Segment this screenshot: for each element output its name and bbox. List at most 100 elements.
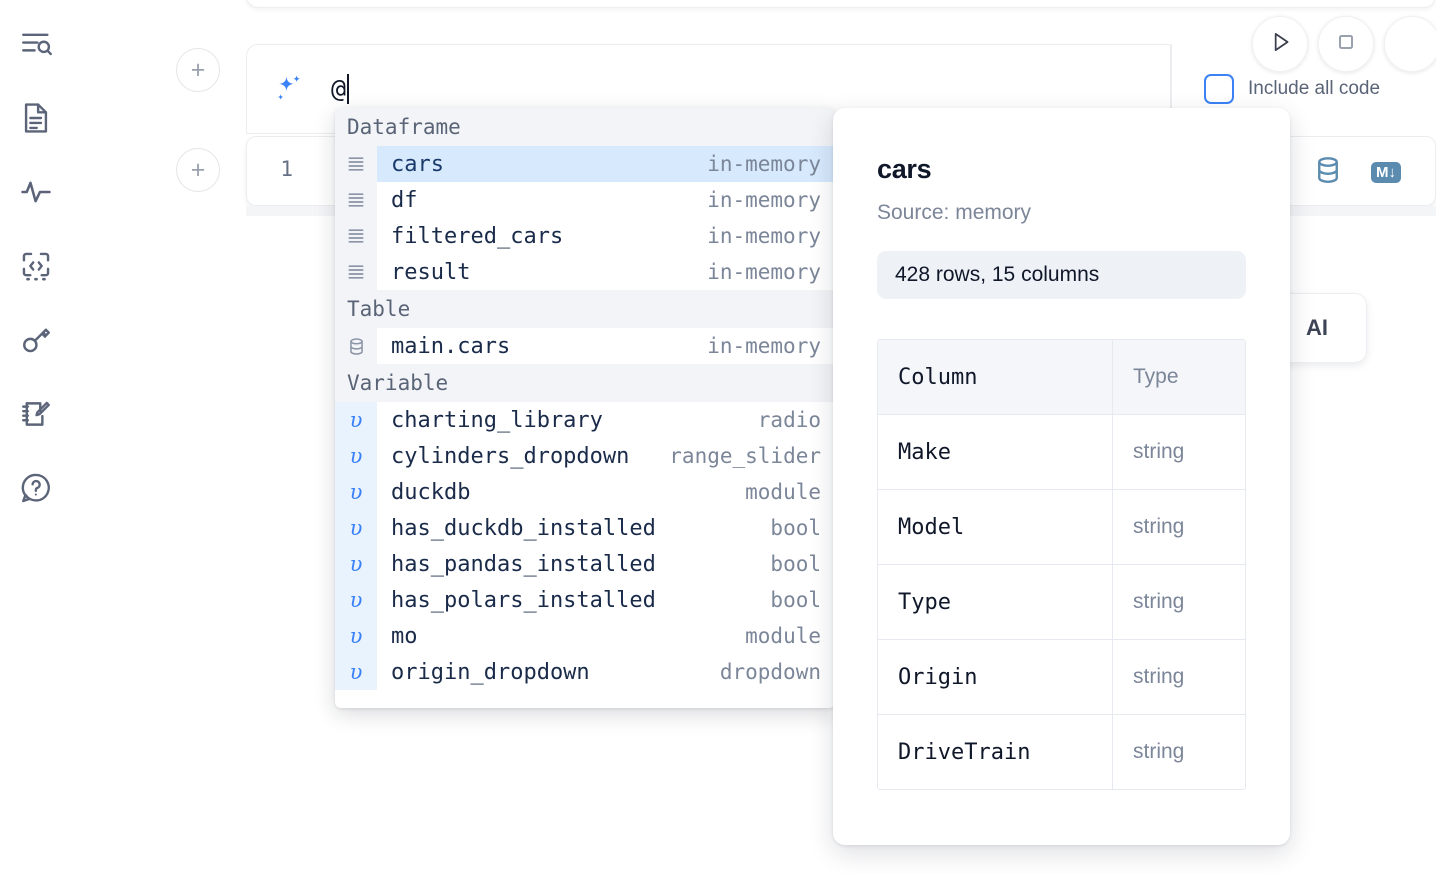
table-row: Type string bbox=[878, 565, 1245, 640]
autocomplete-item-type: in-memory bbox=[707, 224, 821, 248]
autocomplete-item-type: bool bbox=[770, 588, 821, 612]
cell-column-name: DriveTrain bbox=[878, 715, 1113, 789]
autocomplete-item-name: charting_library bbox=[391, 407, 603, 433]
autocomplete-item-type: bool bbox=[770, 552, 821, 576]
autocomplete-item-name: result bbox=[391, 259, 471, 285]
secrets-key-icon[interactable] bbox=[14, 314, 58, 366]
variable-upsilon-icon: υ bbox=[335, 546, 377, 582]
autocomplete-item-name: mo bbox=[391, 623, 418, 649]
autocomplete-group-label: Dataframe bbox=[335, 108, 835, 146]
autocomplete-item[interactable]: cars in-memory bbox=[335, 146, 835, 182]
dataframe-preview-panel: cars Source: memory 428 rows, 15 columns… bbox=[833, 108, 1290, 845]
add-cell-above-button[interactable]: + bbox=[176, 48, 220, 92]
variable-upsilon-icon: υ bbox=[335, 618, 377, 654]
autocomplete-item[interactable]: υ cylinders_dropdown range_slider bbox=[335, 438, 835, 474]
outline-search-icon[interactable] bbox=[14, 18, 58, 70]
autocomplete-item-name: duckdb bbox=[391, 479, 471, 505]
autocomplete-item-name: df bbox=[391, 187, 418, 213]
cell-column-name: Make bbox=[878, 415, 1113, 489]
autocomplete-item-name: cars bbox=[391, 151, 444, 177]
activity-icon[interactable] bbox=[14, 166, 58, 218]
scratchpad-edit-icon[interactable] bbox=[14, 388, 58, 440]
column-header-type: Type bbox=[1113, 340, 1245, 414]
include-all-code-row: Include all code bbox=[1171, 44, 1436, 134]
column-header-column: Column bbox=[878, 340, 1113, 414]
autocomplete-item-type: in-memory bbox=[707, 334, 821, 358]
database-icon bbox=[335, 328, 377, 364]
autocomplete-group-label: Table bbox=[335, 290, 835, 328]
autocomplete-item-type: module bbox=[745, 480, 821, 504]
line-number: 1 bbox=[280, 157, 293, 181]
autocomplete-item-type: range_slider bbox=[669, 444, 821, 468]
variable-upsilon-icon: υ bbox=[335, 474, 377, 510]
autocomplete-item[interactable]: filtered_cars in-memory bbox=[335, 218, 835, 254]
dataframe-rows-icon bbox=[335, 146, 377, 182]
autocomplete-item-name: cylinders_dropdown bbox=[391, 443, 630, 469]
cell-column-type: string bbox=[1133, 440, 1185, 463]
autocomplete-item-name: main.cars bbox=[391, 333, 511, 359]
autocomplete-item-type: in-memory bbox=[707, 152, 821, 176]
database-icon[interactable] bbox=[1313, 155, 1343, 190]
include-all-code-checkbox[interactable] bbox=[1204, 74, 1234, 104]
cell-output-icons: M↓ bbox=[1313, 155, 1401, 190]
dataframe-rows-icon bbox=[335, 218, 377, 254]
table-row: Make string bbox=[878, 415, 1245, 490]
variable-upsilon-icon: υ bbox=[335, 438, 377, 474]
cell-column-type: string bbox=[1133, 590, 1185, 613]
autocomplete-item-name: filtered_cars bbox=[391, 223, 564, 249]
autocomplete-item-type: in-memory bbox=[707, 188, 821, 212]
more-actions-button[interactable] bbox=[1384, 16, 1436, 72]
autocomplete-group-label: Variable bbox=[335, 364, 835, 402]
play-triangle-icon bbox=[1267, 29, 1293, 60]
cell-column-name: Model bbox=[878, 490, 1113, 564]
ai-sparkle-icon bbox=[269, 69, 309, 109]
text-caret bbox=[347, 74, 350, 104]
file-explorer-icon[interactable] bbox=[14, 92, 58, 144]
left-icon-rail bbox=[0, 0, 72, 874]
autocomplete-item-name: origin_dropdown bbox=[391, 659, 590, 685]
autocomplete-item[interactable]: result in-memory bbox=[335, 254, 835, 290]
snippets-code-icon[interactable] bbox=[14, 240, 58, 292]
run-toolbar bbox=[1252, 16, 1436, 72]
variable-upsilon-icon: υ bbox=[335, 582, 377, 618]
include-all-code-label: Include all code bbox=[1248, 78, 1381, 99]
ai-prompt-value: @ bbox=[331, 74, 347, 103]
variable-upsilon-icon: υ bbox=[335, 510, 377, 546]
ai-prompt-text: @ bbox=[331, 74, 350, 104]
autocomplete-item-type: in-memory bbox=[707, 260, 821, 284]
previous-cell-edge bbox=[246, 0, 1436, 8]
plus-icon: + bbox=[190, 55, 206, 84]
table-row: Model string bbox=[878, 490, 1245, 565]
variable-upsilon-icon: υ bbox=[335, 654, 377, 690]
dataframe-rows-icon bbox=[335, 182, 377, 218]
preview-title: cars bbox=[877, 154, 932, 184]
run-button[interactable] bbox=[1252, 16, 1308, 72]
autocomplete-item[interactable]: main.cars in-memory bbox=[335, 328, 835, 364]
help-question-icon[interactable] bbox=[14, 462, 58, 514]
autocomplete-item-type: radio bbox=[757, 408, 821, 432]
preview-shape-badge: 428 rows, 15 columns bbox=[877, 251, 1246, 299]
ai-chip-label: AI bbox=[1306, 315, 1328, 340]
autocomplete-item[interactable]: υ has_pandas_installed bool bbox=[335, 546, 835, 582]
autocomplete-item-type: module bbox=[745, 624, 821, 648]
autocomplete-item-name: has_pandas_installed bbox=[391, 551, 656, 577]
cell-column-type: string bbox=[1133, 515, 1185, 538]
markdown-down-icon[interactable]: M↓ bbox=[1371, 162, 1401, 183]
autocomplete-item-name: has_duckdb_installed bbox=[391, 515, 656, 541]
add-cell-below-button[interactable]: + bbox=[176, 148, 220, 192]
stop-square-icon bbox=[1334, 30, 1358, 59]
dataframe-rows-icon bbox=[335, 254, 377, 290]
cell-column-name: Type bbox=[878, 565, 1113, 639]
autocomplete-item[interactable]: df in-memory bbox=[335, 182, 835, 218]
stop-button[interactable] bbox=[1318, 16, 1374, 72]
